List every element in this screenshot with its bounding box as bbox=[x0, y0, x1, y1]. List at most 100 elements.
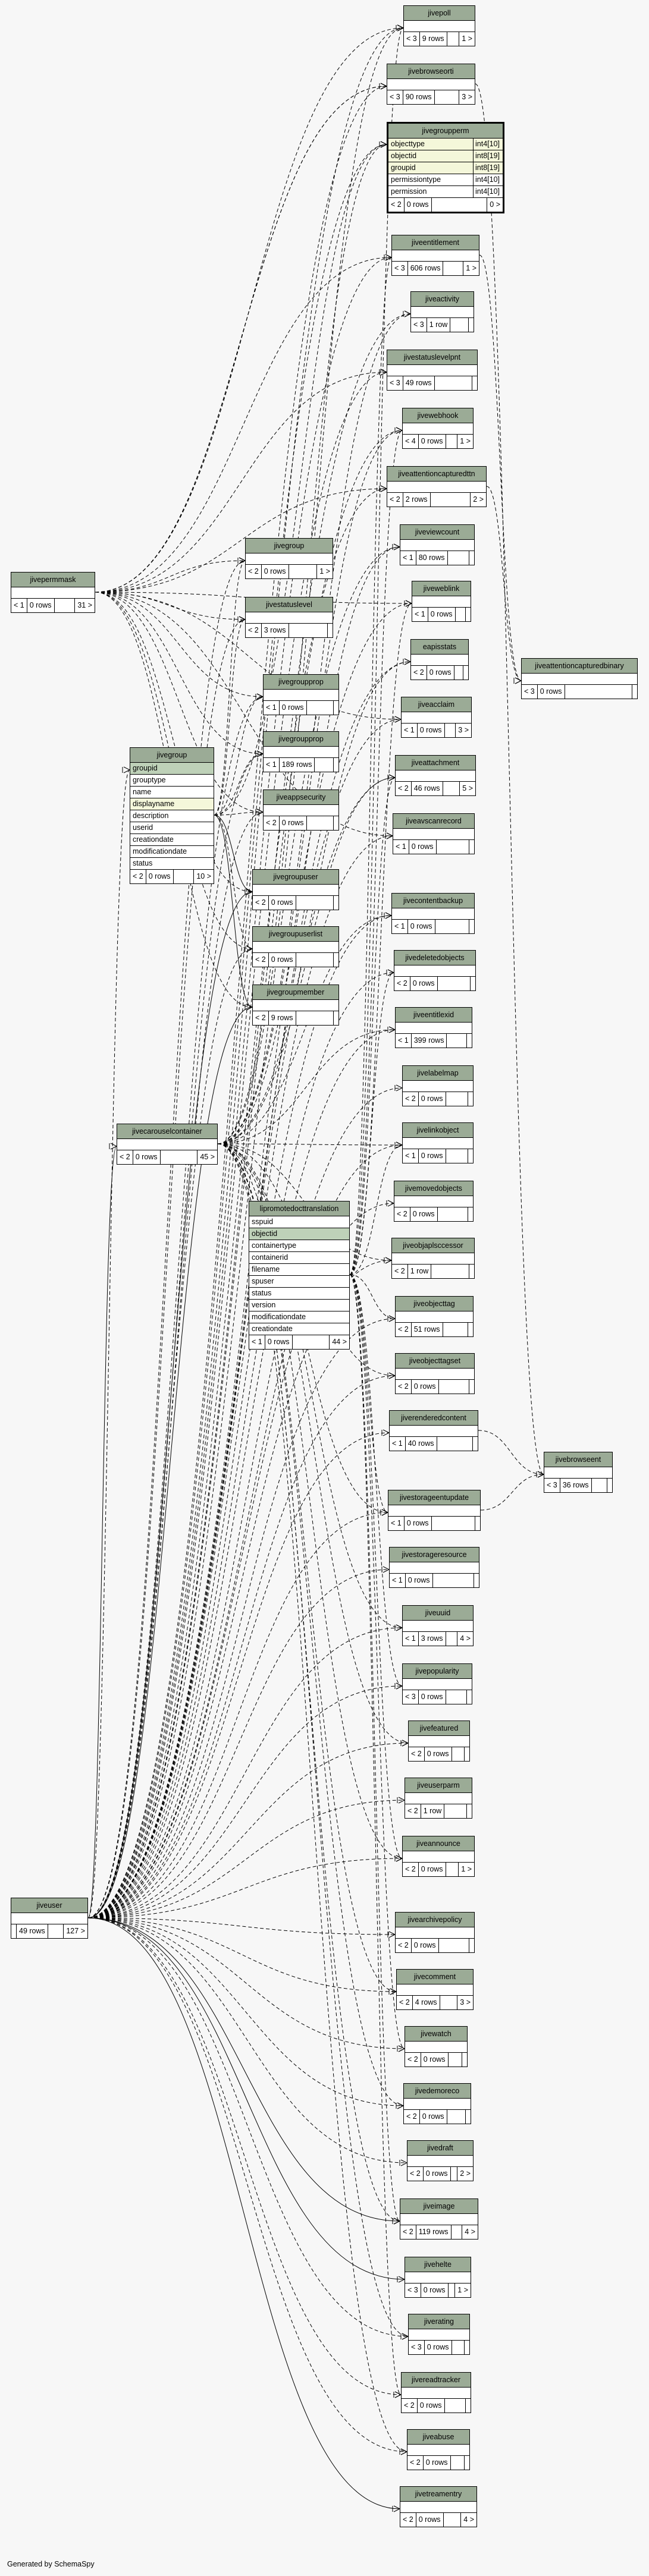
parents-count[interactable]: 1 > bbox=[457, 2286, 468, 2294]
children-count[interactable]: < 1 bbox=[400, 551, 416, 565]
children-count[interactable]: < 2 bbox=[396, 1323, 412, 1336]
table-name[interactable]: jivearchivepolicy bbox=[396, 1913, 474, 1927]
table-name[interactable]: jivecarouselcontainer bbox=[117, 1124, 217, 1139]
parents-count[interactable] bbox=[474, 1574, 479, 1587]
parents-count[interactable] bbox=[334, 816, 338, 830]
parents-count[interactable]: 127 > bbox=[66, 1927, 85, 1935]
table-name[interactable]: jivestorageentupdate bbox=[388, 1490, 480, 1505]
children-count[interactable]: < 2 bbox=[396, 1380, 412, 1394]
table-name[interactable]: jiveimage bbox=[400, 2199, 478, 2214]
parents-count[interactable]: 3 > bbox=[458, 726, 469, 734]
parents-count[interactable] bbox=[328, 624, 333, 637]
parents-count[interactable] bbox=[469, 318, 474, 332]
parents-count[interactable] bbox=[468, 1207, 473, 1221]
children-count[interactable]: < 2 bbox=[405, 2053, 421, 2067]
table-name[interactable]: jivestorageresource bbox=[390, 1548, 479, 1562]
children-count[interactable]: < 2 bbox=[405, 1804, 421, 1818]
parents-count[interactable] bbox=[467, 1804, 472, 1818]
parents-count[interactable] bbox=[472, 376, 477, 390]
parents-count[interactable] bbox=[465, 2456, 469, 2470]
parents-count[interactable]: 31 > bbox=[77, 601, 92, 609]
parents-count[interactable] bbox=[467, 1690, 472, 1704]
parents-count[interactable]: 1 > bbox=[460, 437, 471, 445]
children-count[interactable]: < 2 bbox=[392, 1265, 408, 1278]
parents-count[interactable] bbox=[469, 551, 474, 565]
children-count[interactable]: < 3 bbox=[411, 318, 427, 332]
table-name[interactable]: jiveentitlexid bbox=[396, 1008, 472, 1023]
children-count[interactable]: < 2 bbox=[253, 1011, 269, 1025]
parents-count[interactable] bbox=[334, 896, 338, 910]
children-count[interactable]: < 2 bbox=[403, 1092, 419, 1106]
table-name[interactable]: jivewebhook bbox=[403, 408, 473, 423]
table-name[interactable]: jiveactivity bbox=[411, 292, 474, 307]
table-name[interactable]: jivebrowseorti bbox=[387, 64, 475, 79]
children-count[interactable]: < 2 bbox=[253, 953, 269, 967]
table-name[interactable]: jivetreamentry bbox=[400, 2487, 476, 2502]
parents-count[interactable] bbox=[466, 2399, 471, 2413]
children-count[interactable]: < 1 bbox=[392, 920, 408, 933]
children-count[interactable]: < 2 bbox=[407, 2456, 424, 2470]
table-name[interactable]: jivewatch bbox=[405, 2027, 467, 2042]
parents-count[interactable] bbox=[467, 1034, 472, 1048]
children-count[interactable]: < 1 bbox=[388, 1517, 405, 1530]
parents-count[interactable] bbox=[469, 1939, 474, 1952]
parents-count[interactable] bbox=[334, 758, 338, 772]
parents-count[interactable] bbox=[468, 1092, 473, 1106]
children-count[interactable]: < 3 bbox=[403, 1690, 419, 1704]
table-name[interactable]: jiverating bbox=[409, 2314, 469, 2329]
parents-count[interactable] bbox=[466, 2110, 471, 2124]
parents-count[interactable] bbox=[607, 1479, 612, 1492]
table-name[interactable]: jivegroup bbox=[246, 539, 333, 553]
parents-count[interactable] bbox=[466, 608, 471, 621]
table-name[interactable]: eapisstats bbox=[411, 640, 468, 655]
table-name[interactable]: jivegroup bbox=[130, 748, 214, 763]
table-name[interactable]: jivestatuslevelpnt bbox=[387, 350, 477, 365]
children-count[interactable]: < 1 bbox=[249, 1335, 265, 1349]
children-count[interactable]: < 2 bbox=[246, 624, 262, 637]
children-count[interactable]: < 2 bbox=[411, 666, 427, 680]
table-name[interactable]: jiveavscanrecord bbox=[393, 814, 474, 829]
children-count[interactable]: < 2 bbox=[404, 2110, 420, 2124]
table-name[interactable]: jiveobjaplsccessor bbox=[392, 1238, 474, 1253]
table-name[interactable]: jivedeletedobjects bbox=[394, 951, 475, 965]
table-name[interactable]: jivereadtracker bbox=[402, 2373, 471, 2388]
children-count[interactable]: < 1 bbox=[264, 758, 280, 772]
parents-count[interactable]: 4 > bbox=[465, 2228, 475, 2236]
parents-count[interactable]: 5 > bbox=[462, 784, 473, 792]
children-count[interactable]: < 2 bbox=[130, 870, 146, 883]
parents-count[interactable]: 2 > bbox=[473, 495, 484, 504]
children-count[interactable]: < 1 bbox=[403, 1149, 419, 1163]
parents-count[interactable]: 3 > bbox=[460, 1998, 471, 2006]
table-name[interactable]: jiveattentioncapturedbinary bbox=[522, 659, 637, 674]
table-name[interactable]: jiveobjecttagset bbox=[396, 1354, 474, 1369]
children-count[interactable]: < 3 bbox=[544, 1479, 560, 1492]
